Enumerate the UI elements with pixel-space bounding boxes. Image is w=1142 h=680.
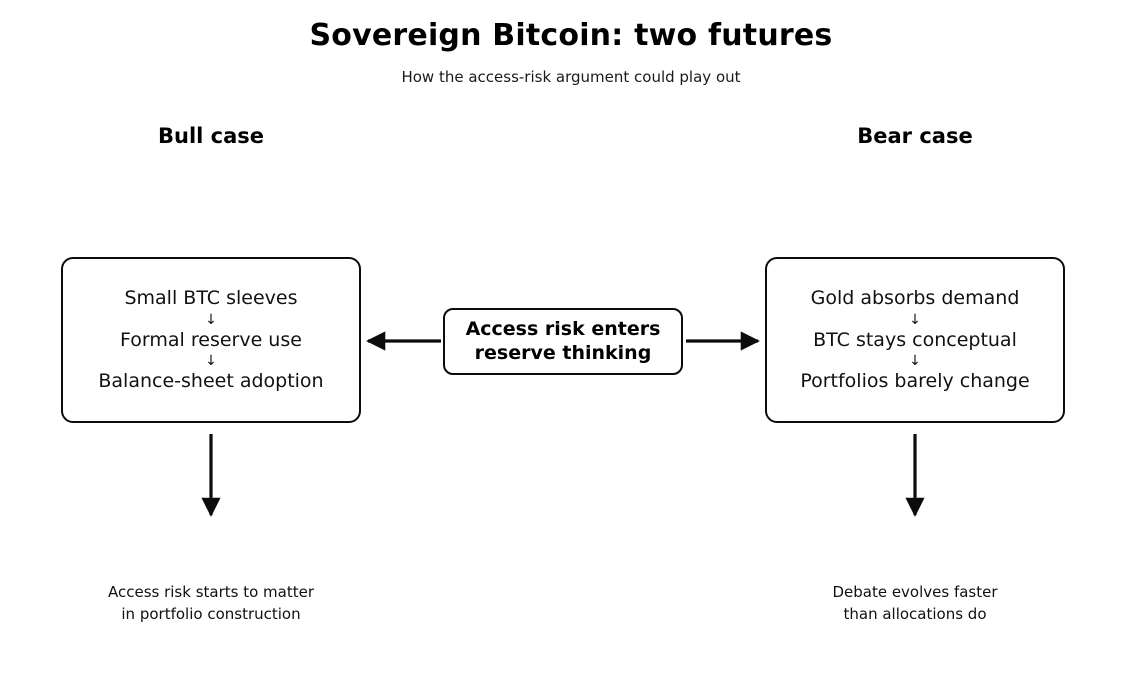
- down-arrow-icon: ↓: [205, 353, 217, 370]
- page-title: Sovereign Bitcoin: two futures: [309, 18, 833, 53]
- bear-step-2: BTC stays conceptual: [813, 328, 1017, 351]
- bull-step-2: Formal reserve use: [120, 328, 302, 351]
- bear-step-3: Portfolios barely change: [800, 370, 1030, 393]
- center-box-line-1: Access risk enters: [465, 318, 661, 341]
- bear-outcome-line-1: Debate evolves faster: [832, 583, 998, 601]
- center-box-line-2: reserve thinking: [474, 341, 652, 364]
- down-arrow-icon: ↓: [909, 311, 921, 328]
- bull-column-heading: Bull case: [157, 124, 265, 148]
- bear-outcome-caption: Debate evolves faster than allocations d…: [755, 582, 1075, 626]
- bear-column-heading: Bear case: [857, 124, 973, 148]
- bull-outcome-line-2: in portfolio construction: [121, 604, 301, 623]
- page-subtitle: How the access-risk argument could play …: [401, 68, 741, 86]
- access-risk-box[interactable]: Access risk enters reserve thinking: [443, 308, 683, 375]
- bull-step-1: Small BTC sleeves: [124, 287, 298, 310]
- down-arrow-icon: ↓: [205, 311, 217, 328]
- bull-case-box[interactable]: Small BTC sleeves ↓ Formal reserve use ↓…: [61, 257, 361, 423]
- bear-outcome-line-2: than allocations do: [843, 604, 987, 623]
- down-arrow-icon: ↓: [909, 353, 921, 370]
- bull-outcome-caption: Access risk starts to matter in portfoli…: [51, 582, 371, 626]
- bear-case-box[interactable]: Gold absorbs demand ↓ BTC stays conceptu…: [765, 257, 1065, 423]
- bull-outcome-line-1: Access risk starts to matter: [107, 583, 315, 601]
- bull-step-3: Balance-sheet adoption: [98, 370, 324, 393]
- bear-step-1: Gold absorbs demand: [810, 287, 1020, 310]
